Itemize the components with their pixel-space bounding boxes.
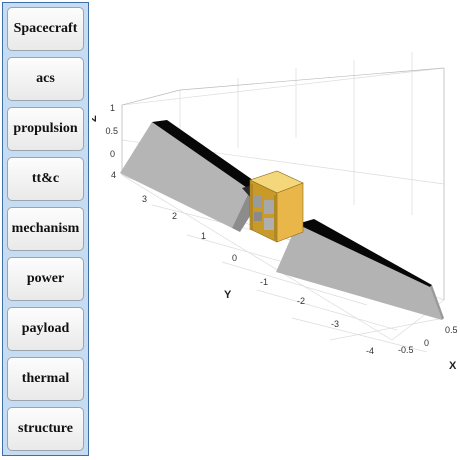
y-tick-0: 0: [232, 253, 237, 263]
y-tick-4: 4: [111, 170, 116, 180]
acs-button[interactable]: acs: [7, 57, 84, 101]
mechanism-button[interactable]: mechanism: [7, 207, 84, 251]
ttc-button[interactable]: tt&c: [7, 157, 84, 201]
x-tick-0-5: 0.5: [445, 325, 458, 335]
power-button[interactable]: power: [7, 257, 84, 301]
x-tick-0: 0: [424, 338, 429, 348]
3d-plot-svg: 1 0.5 0 Z 4 3 2 1 0 -1 -2 -3 -4 Y -0.5 0…: [92, 52, 458, 372]
y-tick-minus-1: -1: [260, 277, 268, 287]
x-axis-label: X: [449, 360, 457, 372]
payload-button[interactable]: payload: [7, 307, 84, 351]
structure-button[interactable]: structure: [7, 407, 84, 451]
spacecraft-button[interactable]: Spacecraft: [7, 7, 84, 51]
y-tick-minus-2: -2: [297, 296, 305, 306]
z-tick-1: 1: [110, 103, 115, 113]
thermal-button[interactable]: thermal: [7, 357, 84, 401]
y-tick-1: 1: [201, 231, 206, 241]
solar-array-right-side: [430, 285, 444, 320]
solar-array-left-top: [152, 120, 260, 190]
spacecraft-bus: [249, 170, 304, 243]
z-axis-label: Z: [92, 115, 99, 122]
y-tick-3: 3: [142, 194, 147, 204]
solar-array-right-top: [297, 219, 432, 287]
y-tick-minus-3: -3: [331, 319, 339, 329]
subsystem-panel: Spacecraft acs propulsion tt&c mechanism…: [2, 2, 89, 456]
y-tick-minus-4: -4: [366, 346, 374, 356]
solar-array-right-front: [276, 224, 442, 320]
y-tick-2: 2: [172, 211, 177, 221]
solar-array-left-front: [120, 122, 250, 228]
3d-plot-area[interactable]: 1 0.5 0 Z 4 3 2 1 0 -1 -2 -3 -4 Y -0.5 0…: [92, 0, 460, 460]
x-tick-minus-0-5: -0.5: [398, 345, 414, 355]
y-axis-label: Y: [224, 289, 232, 301]
z-tick-0: 0: [110, 149, 115, 159]
z-tick-0-5: 0.5: [105, 126, 118, 136]
propulsion-button[interactable]: propulsion: [7, 107, 84, 151]
